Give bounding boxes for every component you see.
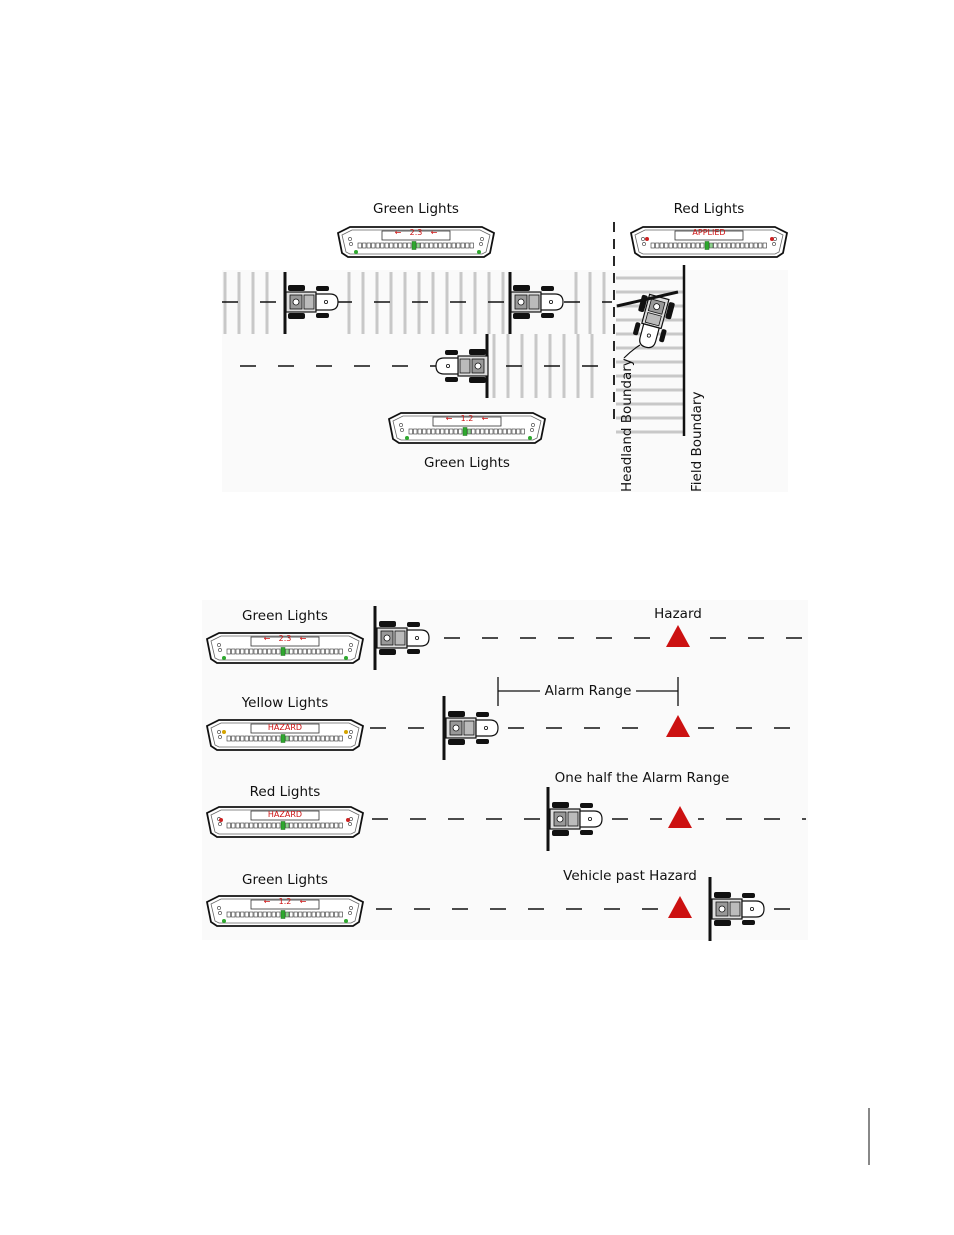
label-vehicle-past-hazard: Vehicle past Hazard (563, 868, 697, 884)
label-hazard: Hazard (654, 606, 702, 622)
hazard-row-3: One half the Alarm Range Red Lights HAZA… (207, 770, 806, 851)
row-label: Green Lights (242, 872, 328, 888)
lightbar-display: APPLIED (692, 228, 725, 237)
label-green-lights-top: Green Lights (373, 201, 459, 217)
status-led (219, 818, 223, 822)
status-led (222, 730, 226, 734)
lightbar-display: 1.2 (279, 897, 292, 906)
hazard-row-4: Vehicle past Hazard Green Lights 1.2 ← ← (207, 868, 806, 941)
label-headland-boundary: Headland Boundary (619, 358, 635, 492)
label-half-alarm-range: One half the Alarm Range (555, 770, 730, 786)
label-alarm-range: Alarm Range (545, 683, 632, 699)
applied-pass-stripes-upper (223, 272, 606, 334)
label-field-boundary: Field Boundary (689, 392, 705, 492)
alarm-range-bracket: Alarm Range (497, 677, 679, 706)
arrow-left-icon: ← (446, 414, 453, 423)
lightbar-display: HAZARD (268, 723, 302, 732)
lightbar-green-top: 2.3 ← ← (338, 227, 494, 257)
status-led (354, 250, 358, 254)
status-led (344, 919, 348, 923)
top-diagram: 2.3 ← ← APPLIED 1.2 ← ← Green Lights Red… (222, 201, 788, 492)
arrow-left-icon: ← (264, 897, 271, 906)
row-label: Red Lights (250, 784, 321, 800)
row-label: Yellow Lights (241, 695, 329, 711)
status-led (344, 730, 348, 734)
arrow-left-icon: ← (482, 414, 489, 423)
status-led (528, 436, 532, 440)
label-green-lights-bottom: Green Lights (424, 455, 510, 471)
lightbar-display: HAZARD (268, 810, 302, 819)
turn-arc (623, 344, 641, 359)
status-led (477, 250, 481, 254)
lightbar-red-top: APPLIED (631, 227, 787, 257)
status-led (222, 656, 226, 660)
arrow-left-icon: ← (264, 634, 271, 643)
lightbar-display: 2.3 (279, 634, 292, 643)
bottom-diagram: Green Lights 2.3 ← ← Hazard Alarm Range … (202, 600, 808, 941)
status-led (344, 656, 348, 660)
boom-bar (616, 290, 679, 308)
lightbar-display: 2.3 (410, 228, 423, 237)
row-label: Green Lights (242, 608, 328, 624)
status-led (770, 237, 774, 241)
status-led (405, 436, 409, 440)
status-led (346, 818, 350, 822)
lightbar-green-bottom: 1.2 ← ← (389, 413, 545, 443)
hazard-row-2: Yellow Lights HAZARD (207, 695, 806, 760)
arrow-left-icon: ← (395, 228, 402, 237)
status-led (645, 237, 649, 241)
arrow-left-icon: ← (431, 228, 438, 237)
lightbar-display: 1.2 (461, 414, 474, 423)
arrow-left-icon: ← (300, 897, 307, 906)
hazard-row-1: Green Lights 2.3 ← ← Hazard (207, 606, 806, 670)
arrow-left-icon: ← (300, 634, 307, 643)
label-red-lights-top: Red Lights (674, 201, 745, 217)
status-led (222, 919, 226, 923)
